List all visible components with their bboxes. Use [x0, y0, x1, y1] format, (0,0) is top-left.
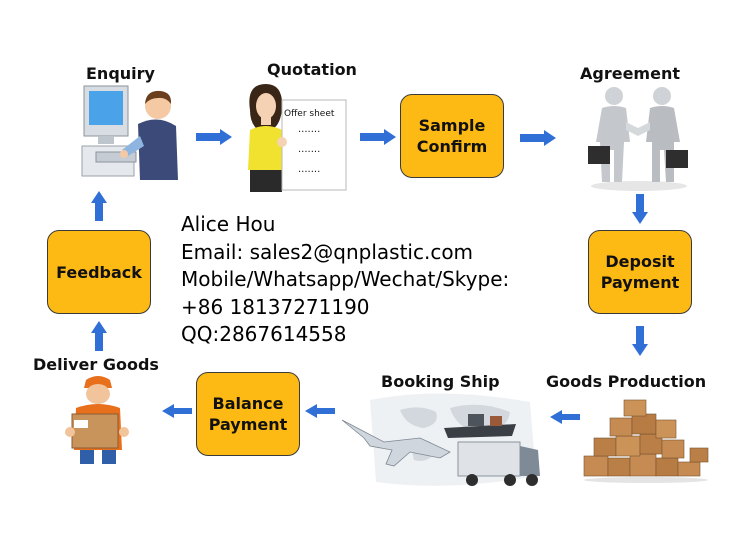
deposit-payment-line1: Deposit: [605, 252, 675, 271]
contact-qq: QQ:2867614558: [181, 322, 347, 346]
arrow-enquiry-to-quotation: [196, 129, 232, 145]
sample-confirm-line1: Sample: [418, 116, 486, 135]
arrow-feedback-to-enquiry: [91, 191, 107, 221]
svg-text:.......: .......: [298, 164, 320, 175]
contact-email: Email: sales2@qnplastic.com: [181, 239, 474, 264]
agreement-label: Agreement: [580, 64, 680, 83]
sample-confirm-line2: Confirm: [416, 137, 488, 156]
goods-production-label: Goods Production: [546, 372, 707, 391]
contact-mobile-label: Mobile/Whatsapp/Wechat/Skype:: [181, 267, 510, 291]
svg-text:.......: .......: [298, 144, 320, 155]
enquiry-label: Enquiry: [86, 64, 155, 83]
feedback-text: Feedback: [56, 262, 142, 282]
arrow-quotation-to-sample: [360, 129, 396, 145]
contact-phone: +86 18137271190: [181, 294, 370, 319]
balance-payment-line1: Balance: [212, 394, 284, 413]
arrow-deliver-to-feedback: [91, 321, 107, 351]
arrow-balance-to-deliver: [162, 404, 192, 418]
ship-plane-truck-icon: [341, 393, 540, 486]
handshake-icon: [588, 87, 688, 191]
svg-text:.......: .......: [298, 124, 320, 135]
contact-name: Alice Hou: [181, 212, 276, 236]
computer-user-icon: [81, 85, 178, 180]
delivery-man-icon: [65, 376, 129, 464]
quotation-label: Quotation: [267, 60, 357, 79]
feedback-box: Feedback: [47, 230, 151, 314]
arrow-booking-to-balance: [305, 404, 335, 418]
arrow-production-to-booking: [550, 410, 580, 424]
arrow-agreement-to-deposit: [632, 194, 648, 224]
deposit-payment-line2: Payment: [600, 273, 680, 292]
offer-sheet-text: Offer sheet: [284, 109, 335, 119]
deliver-goods-label: Deliver Goods: [33, 355, 159, 374]
booking-ship-label: Booking Ship: [381, 372, 500, 391]
cardboard-boxes-icon: [583, 399, 709, 483]
woman-offer-sheet-icon: Offer sheet ....... ....... .......: [248, 84, 347, 192]
balance-payment-line2: Payment: [208, 415, 288, 434]
arrow-sample-to-agreement: [520, 130, 556, 146]
contact-info: Alice Hou Email: sales2@qnplastic.com Mo…: [181, 211, 509, 349]
arrow-deposit-to-production: [632, 326, 648, 356]
